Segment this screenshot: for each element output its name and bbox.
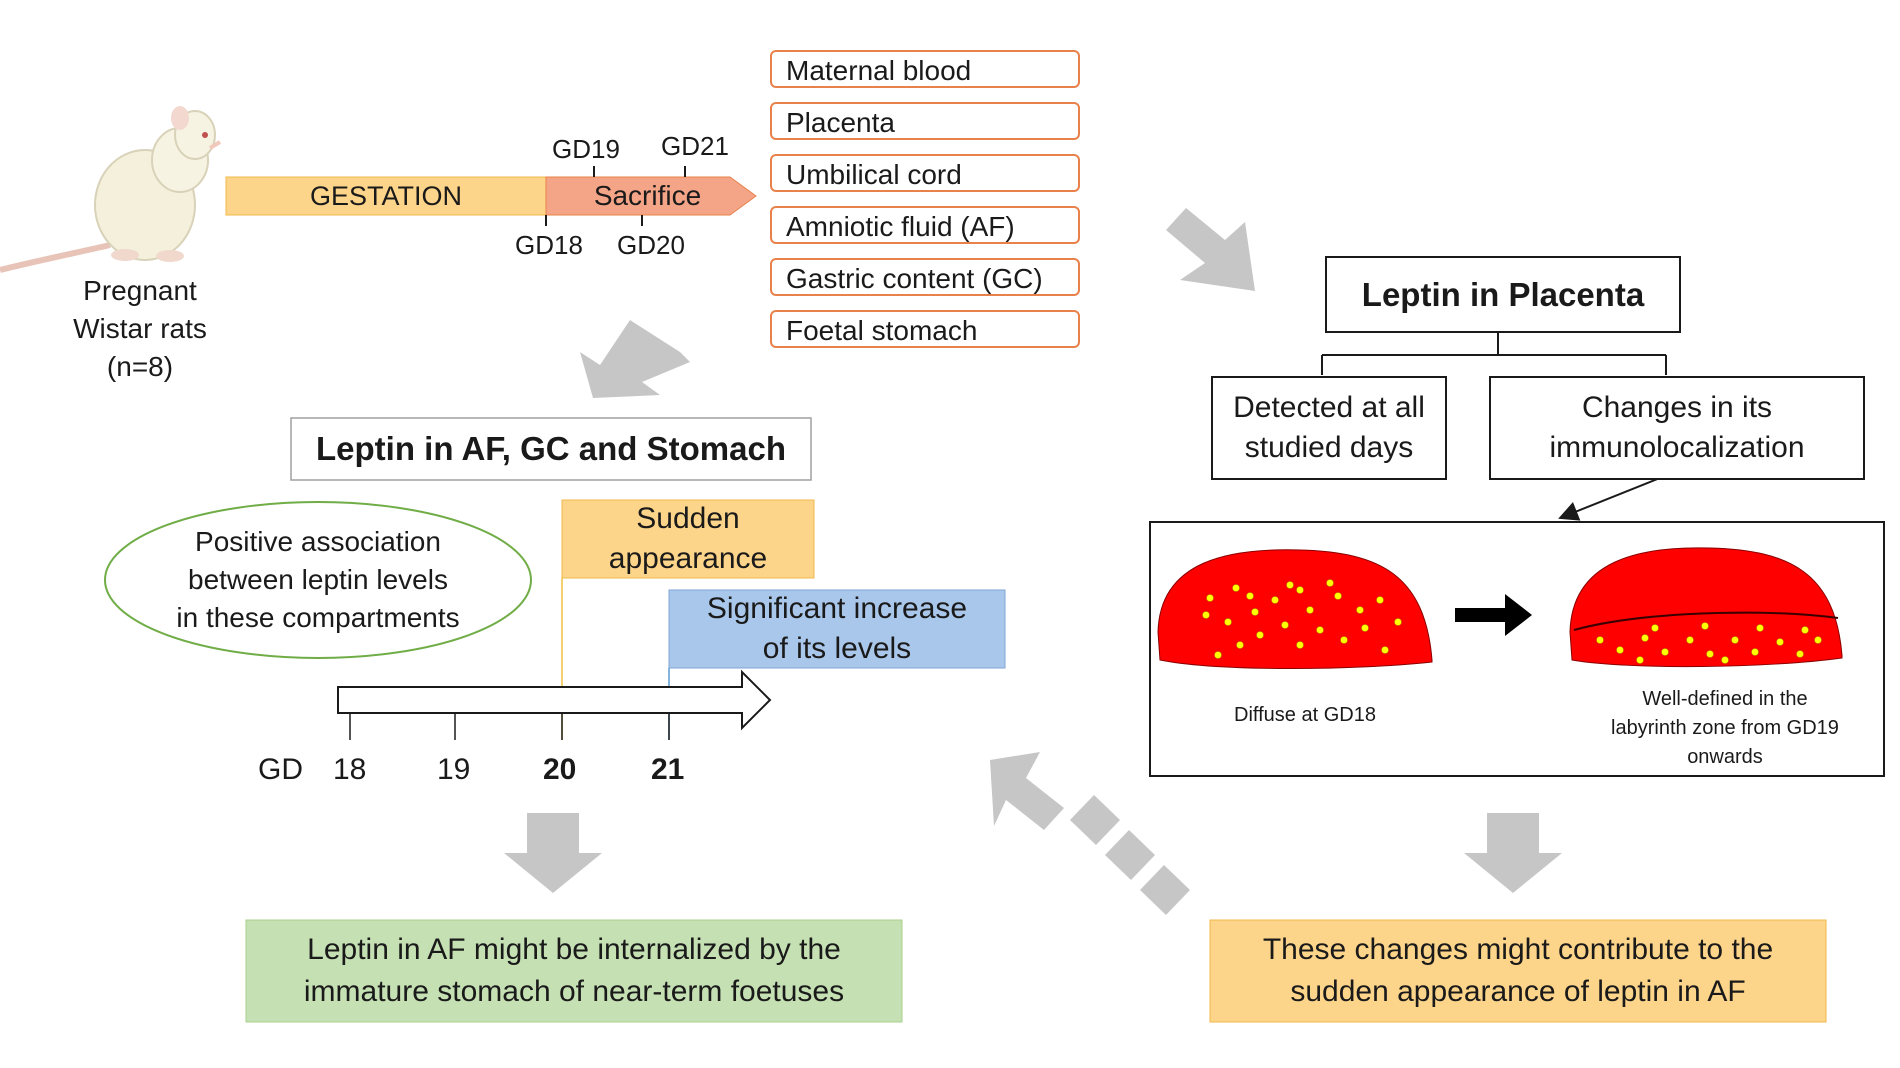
left-title-box bbox=[290, 417, 812, 481]
diffuse-dots bbox=[1202, 579, 1402, 659]
axis-prefix: GD bbox=[258, 753, 303, 786]
ellipse-line: between leptin levels bbox=[188, 564, 448, 595]
ellipse-line: in these compartments bbox=[176, 602, 460, 633]
sudden-line: Sudden bbox=[636, 502, 740, 535]
axis-day-18: 18 bbox=[333, 753, 367, 786]
transition-arrow bbox=[1455, 594, 1532, 636]
sacrifice-arrow bbox=[545, 176, 757, 216]
defined-line: Well-defined in the bbox=[1642, 688, 1808, 710]
tick-gd21: GD21 bbox=[661, 131, 729, 161]
increase-text: Significant increase of its levels bbox=[669, 590, 1005, 668]
sacrifice-label: Sacrifice bbox=[593, 180, 702, 211]
changes-line: Changes in its bbox=[1581, 391, 1773, 424]
rat-illustration bbox=[0, 106, 222, 273]
sample-placenta: Placenta bbox=[770, 102, 1080, 140]
right-conclusion-line: sudden appearance of leptin in AF bbox=[1290, 975, 1746, 1008]
rat-caption-line: (n=8) bbox=[106, 351, 174, 382]
defined-line: labyrinth zone from GD19 bbox=[1611, 717, 1839, 739]
right-title: Leptin in Placenta bbox=[1361, 275, 1645, 313]
axis-day-19: 19 bbox=[437, 753, 471, 786]
axis-day-21: 21 bbox=[651, 753, 685, 786]
sudden-text: Sudden appearance bbox=[562, 500, 814, 578]
left-conclusion-line: Leptin in AF might be internalized by th… bbox=[307, 933, 841, 966]
defined-caption: Well-defined in the labyrinth zone from … bbox=[1565, 685, 1885, 772]
tick-gd18: GD18 bbox=[515, 230, 583, 260]
changes-box bbox=[1489, 376, 1865, 480]
gestation-label: GESTATION bbox=[309, 180, 462, 211]
left-conclusion-line: immature stomach of near-term foetuses bbox=[303, 975, 845, 1008]
tick-gd19: GD19 bbox=[552, 134, 620, 164]
detected-line: Detected at all bbox=[1233, 391, 1425, 424]
increase-line: Significant increase bbox=[706, 592, 968, 625]
gray-arrows bbox=[504, 208, 1562, 915]
sample-maternal-blood: Maternal blood bbox=[770, 50, 1080, 88]
detected-text: Detected at all studied days bbox=[1212, 377, 1446, 479]
left-title: Leptin in AF, GC and Stomach bbox=[316, 430, 786, 467]
placenta-defined bbox=[1569, 547, 1843, 668]
placenta-diffuse bbox=[1157, 549, 1433, 669]
ellipse-text: Positive association between leptin leve… bbox=[130, 523, 506, 637]
left-conclusion-box bbox=[245, 919, 903, 1023]
defined-line: onwards bbox=[1687, 746, 1763, 768]
defined-dots bbox=[1596, 622, 1822, 664]
rat-caption: Pregnant Wistar rats (n=8) bbox=[60, 272, 220, 386]
increase-line: of its levels bbox=[762, 632, 912, 665]
increase-box bbox=[668, 589, 1006, 669]
left-conclusion: Leptin in AF might be internalized by th… bbox=[246, 920, 902, 1022]
sample-foetal-stomach: Foetal stomach bbox=[770, 310, 1080, 348]
tick-gd20: GD20 bbox=[617, 230, 685, 260]
right-conclusion-line: These changes might contribute to the bbox=[1262, 933, 1774, 966]
sample-gastric-content: Gastric content (GC) bbox=[770, 258, 1080, 296]
gd-axis-arrow bbox=[337, 669, 772, 731]
right-conclusion: These changes might contribute to the su… bbox=[1210, 920, 1826, 1022]
diffuse-caption: Diffuse at GD18 bbox=[1234, 704, 1376, 726]
sample-amniotic-fluid: Amniotic fluid (AF) bbox=[770, 206, 1080, 244]
sudden-line: appearance bbox=[608, 542, 768, 575]
right-title-box bbox=[1325, 256, 1681, 333]
changes-line: immunolocalization bbox=[1549, 431, 1805, 464]
rat-caption-line: Pregnant bbox=[83, 275, 197, 306]
association-ellipse bbox=[104, 501, 532, 659]
detected-line: studied days bbox=[1244, 431, 1414, 464]
rat-caption-line: Wistar rats bbox=[73, 313, 207, 344]
changes-text: Changes in its immunolocalization bbox=[1490, 377, 1864, 479]
detected-box bbox=[1211, 376, 1447, 480]
right-conclusion-box bbox=[1209, 919, 1827, 1023]
sample-umbilical-cord: Umbilical cord bbox=[770, 154, 1080, 192]
axis-day-20: 20 bbox=[543, 753, 577, 786]
ellipse-line: Positive association bbox=[195, 526, 441, 557]
gestation-bar bbox=[225, 176, 547, 216]
sudden-box bbox=[561, 499, 815, 579]
